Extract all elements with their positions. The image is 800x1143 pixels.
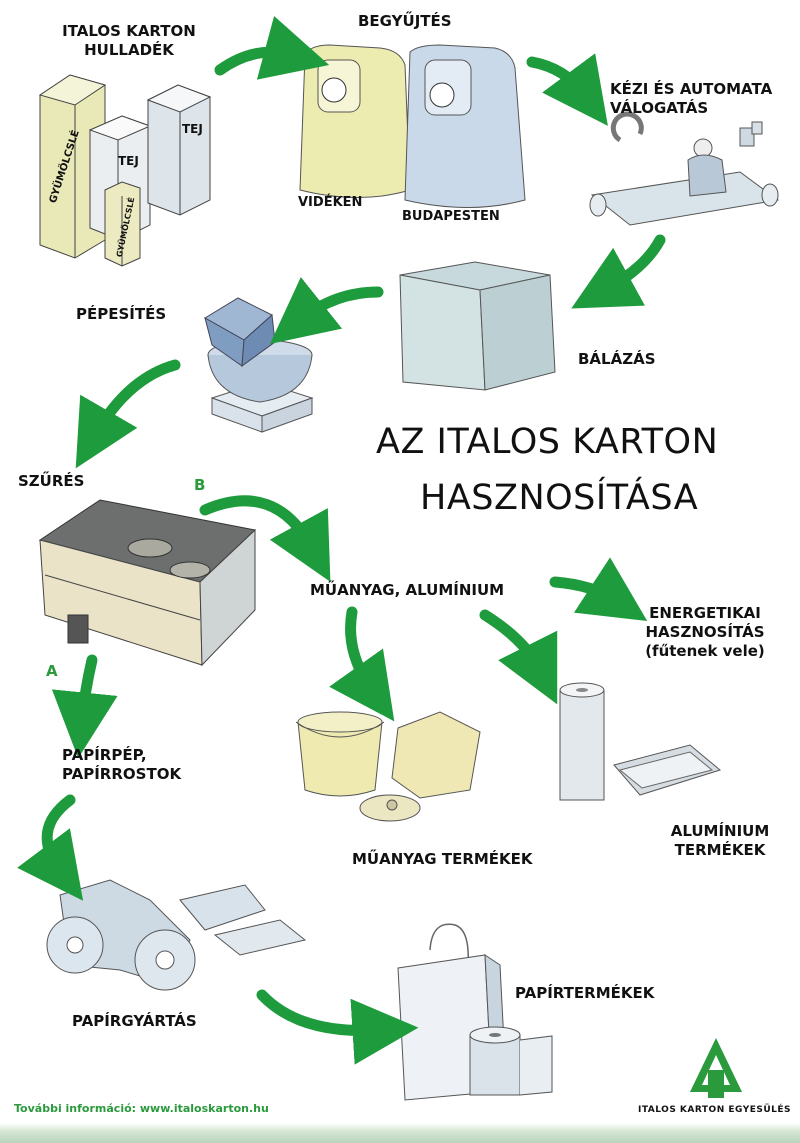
label-energy-recovery: ENERGETIKAI HASZNOSÍTÁS (fűtenek vele): [630, 604, 780, 661]
footer-info: További információ: www.italoskarton.hu: [14, 1102, 269, 1115]
process-arrows: [17, 15, 666, 1065]
label-paper-pulp: PAPÍRPÉP, PAPÍRROSTOK: [62, 746, 181, 784]
filter-tank-illustration: [38, 499, 257, 667]
label-sorting-line2: VÁLOGATÁS: [610, 99, 709, 117]
label-energy-line2: HASZNOSÍTÁS: [645, 623, 765, 641]
label-paper-pulp-line2: PAPÍRROSTOK: [62, 765, 182, 783]
label-energy-line3: (fűtenek vele): [645, 642, 765, 660]
label-carton-waste: ITALOS KARTON HULLADÉK: [34, 22, 224, 60]
label-aluminium-products: ALUMÍNIUM TERMÉKEK: [660, 822, 780, 860]
sorting-conveyor-illustration: [589, 111, 780, 226]
label-plastic-aluminium: MŰANYAG, ALUMÍNIUM: [310, 581, 505, 599]
label-plastic-products: MŰANYAG TERMÉKEK: [352, 850, 533, 868]
arrow-pulping-to-filtering: [75, 359, 181, 469]
paper-rolls-illustration: [46, 879, 307, 991]
arrow-to-aluminium-products: [479, 609, 558, 705]
label-budapest: BUDAPESTEN: [402, 209, 500, 224]
collection-bins-illustration: [299, 44, 526, 208]
label-carton-waste-line2: HULLADÉK: [84, 41, 174, 59]
arrow-branch-b: [199, 495, 331, 582]
arrow-baling-to-pulping: [269, 277, 384, 345]
label-sorting: KÉZI ÉS AUTOMATA VÁLOGATÁS: [610, 80, 772, 118]
arrow-to-plastic-products: [329, 606, 395, 722]
label-paper-products: PAPÍRTERMÉKEK: [515, 984, 655, 1002]
label-filtering: SZŰRÉS: [18, 472, 85, 490]
paper-products-illustration: [397, 923, 553, 1101]
plastic-products-illustration: [295, 711, 481, 822]
poster-title-line1: AZ ITALOS KARTON: [376, 422, 719, 462]
bale-illustration: [399, 261, 556, 391]
arrow-sorting-to-baling: [571, 234, 666, 309]
label-paper-pulp-line1: PAPÍRPÉP,: [62, 746, 147, 764]
label-carton-waste-line1: ITALOS KARTON: [62, 22, 196, 40]
label-sorting-line1: KÉZI ÉS AUTOMATA: [610, 80, 773, 98]
label-aluminium-products-line1: ALUMÍNIUM: [670, 822, 770, 840]
aluminium-products-illustration: [559, 682, 722, 801]
label-paper-making: PAPÍRGYÁRTÁS: [72, 1012, 197, 1030]
carton-label-milk-2: TEJ: [182, 122, 203, 136]
carton-label-milk-1: TEJ: [118, 154, 139, 168]
arrow-waste-to-collection: [214, 15, 330, 80]
label-energy-line1: ENERGETIKAI: [649, 604, 761, 622]
logo-text: ITALOS KARTON EGYESÜLÉS: [638, 1105, 792, 1115]
arrow-collection-to-sorting: [526, 53, 608, 126]
footer-gradient-bar: [0, 1123, 800, 1143]
italos-karton-logo-icon: [690, 1038, 742, 1098]
arrow-to-energy: [549, 557, 648, 622]
label-collection: BEGYŰJTÉS: [358, 12, 452, 30]
label-rural: VIDÉKEN: [298, 195, 363, 210]
branch-label-a: A: [46, 662, 58, 680]
branch-label-b: B: [194, 476, 206, 494]
arrow-pulp-to-papermaking: [17, 794, 84, 901]
beverage-cartons-illustration: [38, 74, 212, 267]
arrow-branch-a: [51, 654, 118, 759]
arrow-papermaking-to-products: [256, 989, 419, 1065]
label-aluminium-products-line2: TERMÉKEK: [674, 841, 766, 859]
pulping-vat-illustration: [204, 297, 314, 433]
label-baling: BÁLÁZÁS: [578, 350, 656, 368]
poster-title-line2: HASZNOSÍTÁSA: [420, 478, 699, 518]
label-pulping: PÉPESÍTÉS: [76, 305, 167, 323]
